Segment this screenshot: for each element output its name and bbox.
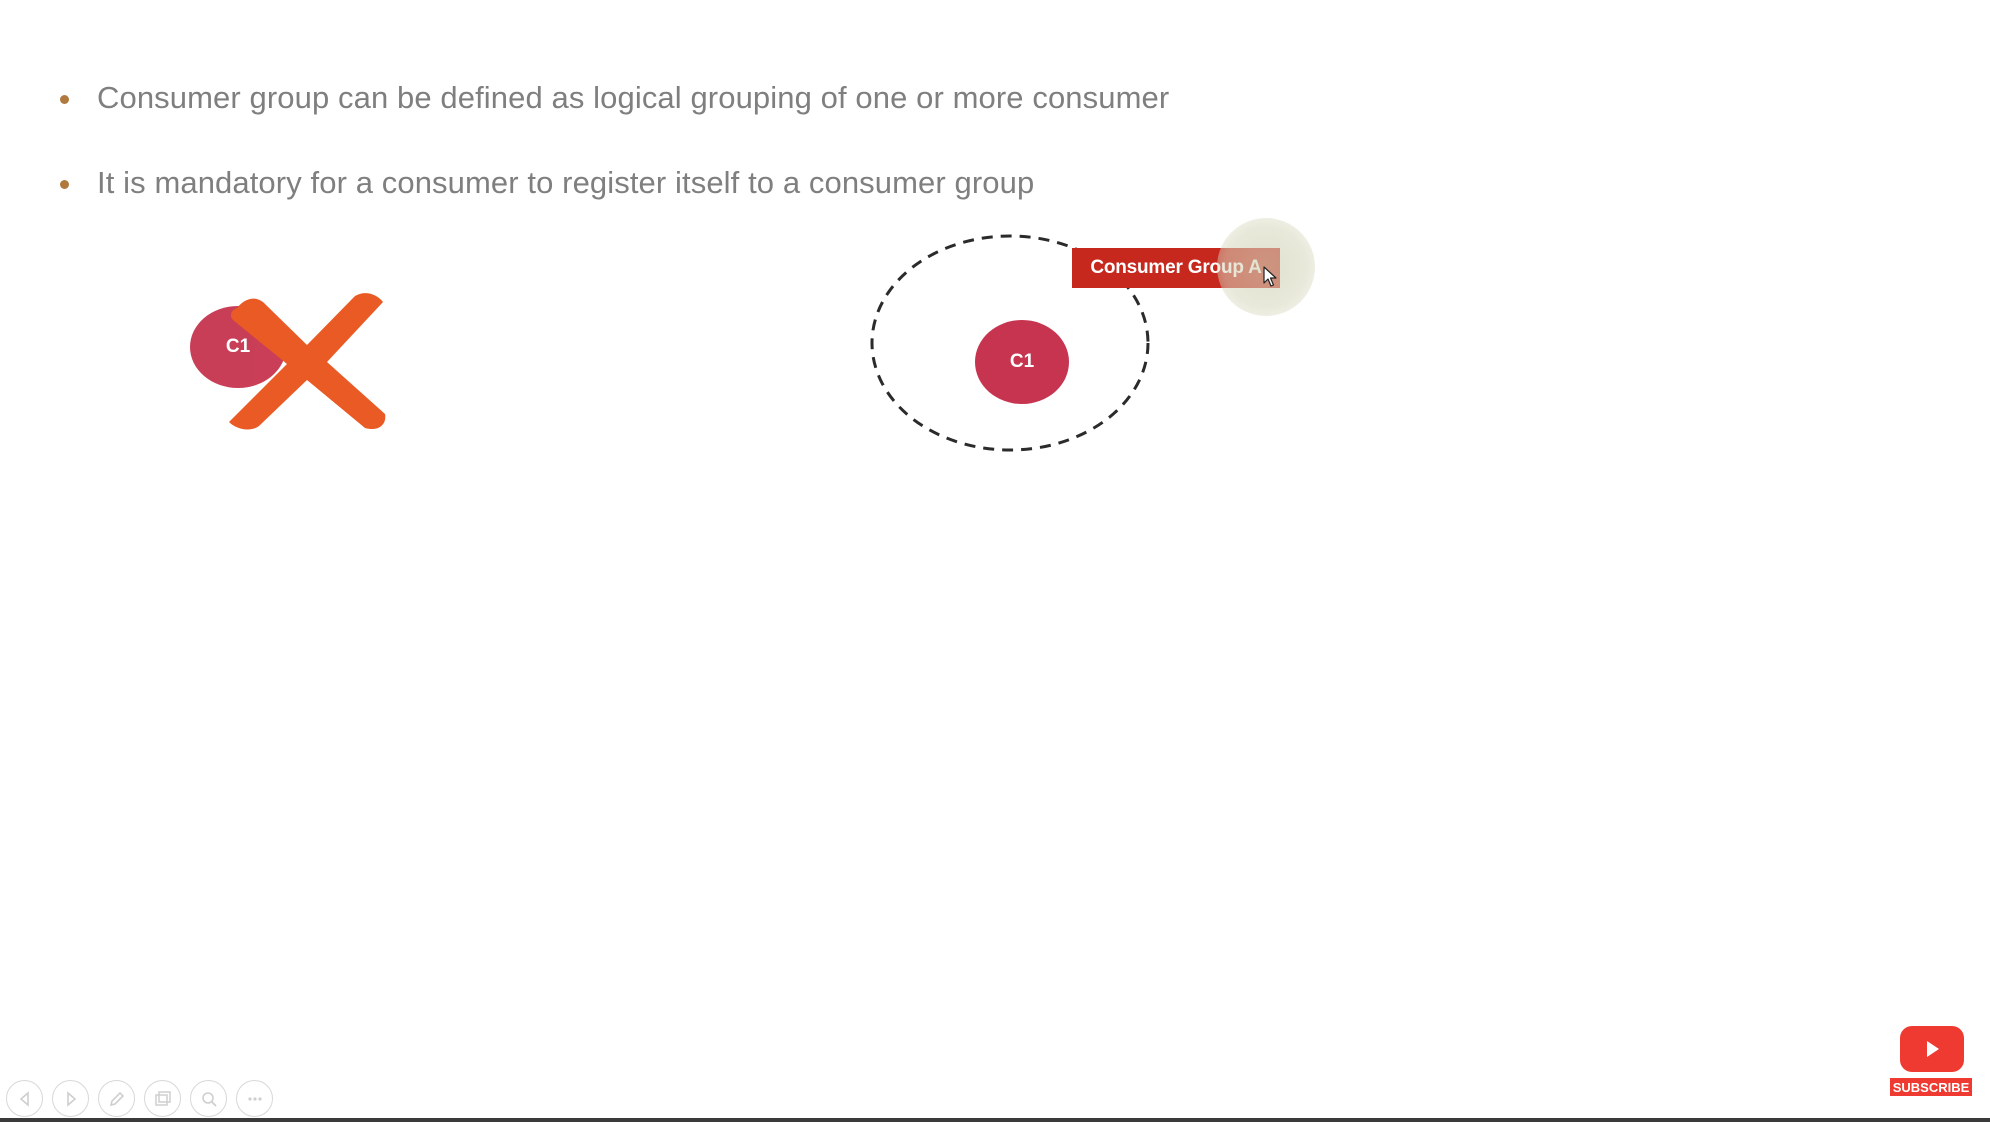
- bullet-item-1: Consumer group can be defined as logical…: [60, 80, 1169, 116]
- bottom-edge: [0, 1118, 1990, 1122]
- consumer-label: C1: [1009, 351, 1035, 372]
- bullet-dot: [60, 94, 69, 104]
- mouse-pointer-icon: [1263, 266, 1277, 287]
- pen-icon: [109, 1091, 124, 1106]
- bullet-text: It is mandatory for a consumer to regist…: [97, 165, 1035, 200]
- consumer-label: C1: [225, 336, 251, 357]
- previous-slide-icon: [19, 1090, 29, 1107]
- next-slide-button[interactable]: [52, 1080, 89, 1117]
- zoom-button[interactable]: [190, 1080, 227, 1117]
- bullet-item-2: It is mandatory for a consumer to regist…: [60, 165, 1034, 201]
- previous-slide-button[interactable]: [6, 1080, 43, 1117]
- next-slide-icon: [66, 1090, 76, 1107]
- slideshow-toolbar: [6, 1080, 273, 1117]
- more-options-icon: [247, 1096, 262, 1101]
- more-options-button[interactable]: [236, 1080, 273, 1117]
- slides-button[interactable]: [144, 1080, 181, 1117]
- consumer-c1-registered: C1: [975, 320, 1069, 404]
- zoom-icon: [201, 1091, 217, 1107]
- consumer-group-boundary: [870, 234, 1150, 452]
- subscribe-label: SUBSCRIBE: [1890, 1078, 1972, 1096]
- bullet-text: Consumer group can be defined as logical…: [97, 80, 1170, 115]
- subscribe-button[interactable]: SUBSCRIBE: [1890, 1026, 1972, 1098]
- slides-icon: [154, 1090, 171, 1106]
- bullet-dot: [60, 179, 69, 189]
- pointer-highlight: [1217, 218, 1315, 316]
- pen-button[interactable]: [98, 1080, 135, 1117]
- cross-icon: [229, 293, 386, 430]
- youtube-play-icon: [1900, 1026, 1964, 1072]
